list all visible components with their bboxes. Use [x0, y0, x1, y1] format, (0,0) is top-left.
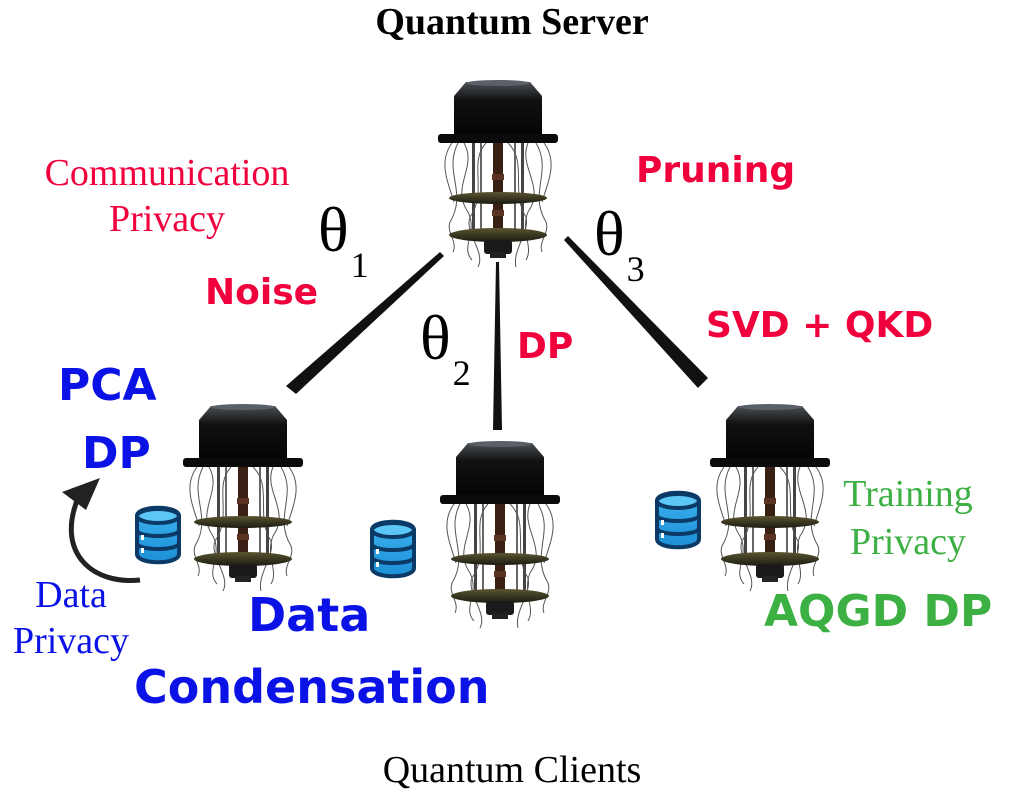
- database-icon: [655, 490, 701, 550]
- method-pruning: Pruning: [636, 150, 796, 191]
- quantum-computer-client3: [709, 403, 831, 592]
- database-icon: [370, 519, 416, 579]
- heading-line: Training: [843, 473, 973, 515]
- quantum-computer-client1: [182, 403, 304, 592]
- method-svd-qkd: SVD + QKD: [706, 305, 934, 346]
- heading-line: Privacy: [108, 198, 226, 240]
- link-server-client2: [493, 262, 502, 430]
- link-server-client3: [564, 236, 708, 388]
- method-dp-data: DP: [82, 428, 151, 479]
- training-privacy-heading: Training Privacy: [818, 470, 998, 566]
- method-dp-communication: DP: [517, 326, 574, 367]
- heading-line: Privacy: [849, 521, 967, 563]
- theta-symbol: θ: [594, 198, 625, 269]
- theta-3-label: θ3: [594, 202, 645, 288]
- theta-subscript: 2: [452, 353, 471, 393]
- method-pca: PCA: [58, 360, 157, 411]
- method-data-condensation-line1: Data: [248, 588, 371, 642]
- heading-line: Communication: [44, 152, 290, 194]
- method-noise: Noise: [205, 272, 319, 313]
- theta-symbol: θ: [420, 302, 451, 373]
- theta-1-label: θ1: [318, 198, 369, 284]
- link-server-client1: [286, 252, 444, 394]
- curved-arrow-icon: [62, 478, 141, 584]
- server-label: Quantum Server: [375, 1, 649, 43]
- theta-subscript: 1: [350, 245, 369, 285]
- method-data-condensation-line2: Condensation: [134, 660, 490, 714]
- database-icon: [135, 505, 181, 565]
- theta-symbol: θ: [318, 194, 349, 265]
- quantum-computer-client2: [439, 440, 561, 629]
- heading-line: Privacy: [12, 620, 130, 662]
- communication-privacy-heading: Communication Privacy: [22, 150, 312, 242]
- theta-2-label: θ2: [420, 306, 471, 392]
- method-aqgd-dp: AQGD DP: [764, 586, 993, 637]
- clients-label: Quantum Clients: [382, 749, 642, 791]
- theta-subscript: 3: [626, 249, 645, 289]
- data-privacy-heading: Data Privacy: [2, 572, 140, 664]
- quantum-computer-server: [437, 79, 559, 268]
- heading-line: Data: [35, 574, 107, 616]
